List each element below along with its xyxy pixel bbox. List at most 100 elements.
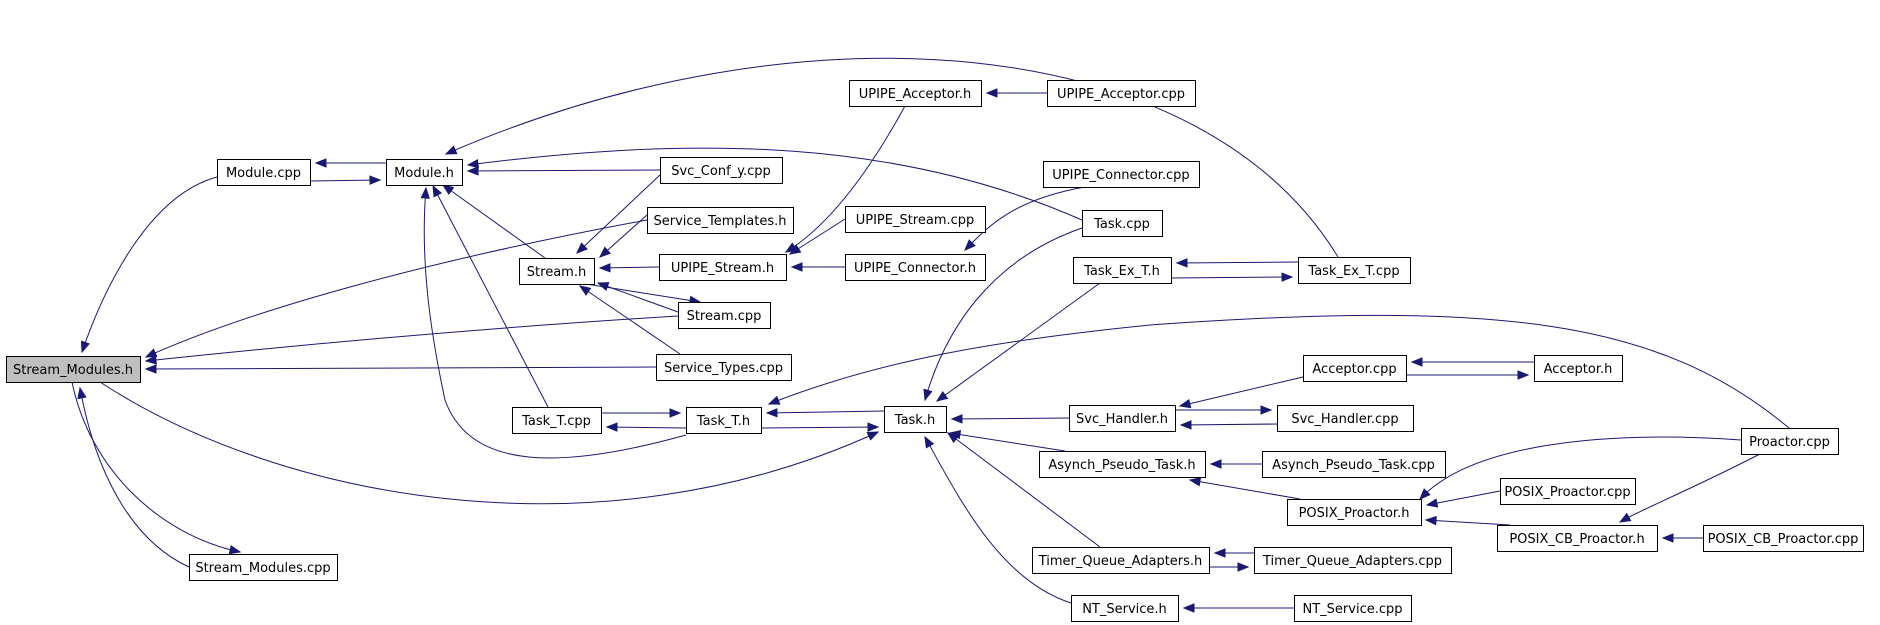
arrowhead (1618, 512, 1632, 523)
arrowhead (369, 175, 382, 185)
edge-task-t-h-to-task-h (760, 422, 880, 432)
arrowhead (946, 432, 960, 444)
node-label: Stream_Modules.h (13, 363, 133, 378)
edge-proactor-cpp-to-task-t-h (767, 314, 1790, 429)
node-box (686, 407, 762, 434)
node-svc-handler-cpp[interactable]: Svc_Handler.cpp (1277, 405, 1414, 432)
arrowhead (144, 348, 158, 358)
node-box (845, 206, 986, 233)
node-task-cpp[interactable]: Task.cpp (1082, 210, 1163, 237)
node-upipe-connector-cpp[interactable]: UPIPE_Connector.cpp (1043, 161, 1200, 188)
node-nt-service-h[interactable]: NT_Service.h (1071, 595, 1179, 622)
node-acceptor-h[interactable]: Acceptor.h (1534, 355, 1623, 382)
edge-task-h-to-task-t-h (765, 408, 885, 418)
node-box (647, 207, 794, 234)
node-label: Task.h (894, 413, 935, 428)
node-label: POSIX_Proactor.cpp (1504, 485, 1630, 500)
node-svc-handler-h[interactable]: Svc_Handler.h (1069, 405, 1176, 432)
node-label: POSIX_CB_Proactor.cpp (1708, 532, 1859, 547)
edge-line (1170, 276, 1293, 279)
node-task-h[interactable]: Task.h (884, 406, 947, 433)
edge-acceptor-cpp-to-svc-handler-h (1178, 376, 1304, 409)
node-module-cpp[interactable]: Module.cpp (217, 159, 311, 186)
edge-line (442, 184, 546, 259)
node-stream-modules-h[interactable]: Stream_Modules.h (6, 356, 141, 383)
node-label: UPIPE_Connector.cpp (1052, 168, 1189, 183)
node-posix-cb-proactor-h[interactable]: POSIX_CB_Proactor.h (1497, 525, 1658, 552)
node-box (1254, 547, 1452, 574)
arrowhead (420, 186, 430, 199)
edge-stream-h-to-module-h (441, 184, 546, 259)
arrowhead (923, 388, 933, 402)
arrowhead (598, 246, 611, 258)
edge-asynch-pseudo-task-cpp-to-asynch-pseudo-task-h (1209, 459, 1262, 469)
edge-task-cpp-to-task-h (923, 227, 1083, 402)
arrowhead (964, 239, 976, 251)
node-module-h[interactable]: Module.h (386, 159, 463, 186)
edge-task-t-cpp-to-module-h (432, 184, 549, 408)
node-upipe-acceptor-h[interactable]: UPIPE_Acceptor.h (849, 80, 982, 107)
node-stream-modules-cpp[interactable]: Stream_Modules.cpp (189, 554, 338, 581)
node-label: NT_Service.cpp (1303, 602, 1403, 617)
node-box (6, 356, 141, 383)
edge-task-ex-t-cpp-to-task-ex-t-h (1175, 258, 1299, 268)
node-task-t-h[interactable]: Task_T.h (686, 407, 762, 434)
node-timer-queue-adapters-cpp[interactable]: Timer_Queue_Adapters.cpp (1254, 547, 1452, 574)
arrowhead (598, 263, 611, 273)
node-box (1703, 525, 1864, 552)
node-service-templates-h[interactable]: Service_Templates.h (647, 207, 794, 234)
node-box (659, 254, 787, 281)
node-nt-service-cpp[interactable]: NT_Service.cpp (1294, 595, 1412, 622)
edge-timer-queue-adapters-cpp-to-timer-queue-adapters-h (1213, 548, 1254, 558)
arrowhead (605, 422, 618, 432)
node-label: UPIPE_Acceptor.cpp (1057, 87, 1185, 102)
node-upipe-acceptor-cpp[interactable]: UPIPE_Acceptor.cpp (1047, 80, 1196, 107)
edge-stream-cpp-to-stream-h (596, 282, 679, 313)
node-upipe-stream-h[interactable]: UPIPE_Stream.h (659, 254, 787, 281)
arrowhead (1419, 488, 1431, 500)
arrowhead (1209, 459, 1222, 469)
node-task-t-cpp[interactable]: Task_T.cpp (512, 407, 602, 434)
edge-line (145, 219, 648, 358)
node-box (1287, 499, 1422, 526)
edge-line (585, 283, 701, 303)
node-service-types-cpp[interactable]: Service_Types.cpp (656, 354, 792, 381)
node-box (1262, 451, 1446, 478)
node-posix-proactor-h[interactable]: POSIX_Proactor.h (1287, 499, 1422, 526)
edge-line (145, 366, 657, 370)
node-label: Asynch_Pseudo_Task.cpp (1272, 458, 1435, 473)
node-posix-proactor-cpp[interactable]: POSIX_Proactor.cpp (1500, 478, 1636, 505)
node-posix-cb-proactor-cpp[interactable]: POSIX_CB_Proactor.cpp (1703, 525, 1864, 552)
arrowhead (314, 158, 327, 168)
node-proactor-cpp[interactable]: Proactor.cpp (1741, 428, 1839, 455)
node-label: Asynch_Pseudo_Task.h (1048, 458, 1195, 473)
node-upipe-connector-h[interactable]: UPIPE_Connector.h (845, 254, 986, 281)
edge-line (79, 387, 190, 568)
node-stream-cpp[interactable]: Stream.cpp (678, 302, 771, 329)
node-box (1073, 257, 1172, 284)
arrowhead (144, 364, 157, 374)
node-box (1303, 355, 1407, 382)
node-asynch-pseudo-task-h[interactable]: Asynch_Pseudo_Task.h (1039, 451, 1206, 478)
arrowhead (924, 435, 935, 449)
node-timer-queue-adapters-h[interactable]: Timer_Queue_Adapters.h (1032, 547, 1210, 574)
edge-line (576, 174, 661, 254)
node-asynch-pseudo-task-cpp[interactable]: Asynch_Pseudo_Task.cpp (1262, 451, 1446, 478)
node-label: Stream_Modules.cpp (195, 561, 330, 576)
edge-line (766, 410, 885, 414)
edge-line (423, 187, 687, 459)
edge-line (467, 169, 661, 172)
node-task-ex-t-cpp[interactable]: Task_Ex_T.cpp (1298, 257, 1411, 284)
edge-stream-modules-h-to-stream-modules-cpp (71, 381, 242, 555)
node-acceptor-cpp[interactable]: Acceptor.cpp (1303, 355, 1407, 382)
node-label: Task_Ex_T.cpp (1307, 264, 1399, 279)
edge-task-t-cpp-to-task-t-h (601, 408, 682, 418)
edge-nt-service-cpp-to-nt-service-h (1182, 603, 1294, 613)
edge-proactor-cpp-to-posix-cb-proactor-h (1618, 453, 1761, 523)
node-upipe-stream-cpp[interactable]: UPIPE_Stream.cpp (845, 206, 986, 233)
node-svc-conf-y-cpp[interactable]: Svc_Conf_y.cpp (660, 157, 783, 184)
node-stream-h[interactable]: Stream.h (519, 258, 595, 285)
edge-line (1426, 490, 1501, 506)
node-task-ex-t-h[interactable]: Task_Ex_T.h (1073, 257, 1172, 284)
edge-timer-queue-adapters-h-to-timer-queue-adapters-cpp (1209, 562, 1250, 572)
